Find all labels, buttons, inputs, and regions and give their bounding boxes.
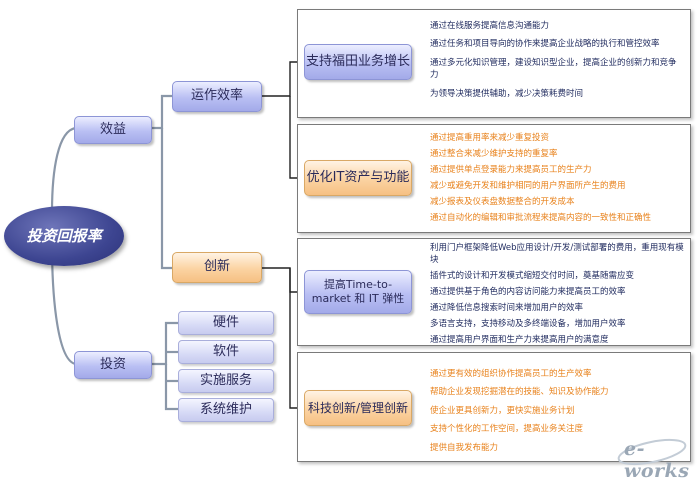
efficiency-label: 运作效率 — [190, 88, 243, 104]
list-item: 利用门户框架降低Web应用设计/开发/测试部署的费用，重用现有模块 — [430, 243, 684, 266]
list-item: 支持个性化的工作空间，提高业务关注度 — [430, 424, 584, 435]
list-item: 通过整合来减少维护支持的重复率 — [430, 149, 558, 159]
time-to-market-node: 提高Time-to-market 和 IT 弹性 — [304, 270, 412, 314]
eworks-logo-text: e-works — [624, 438, 690, 482]
time-to-market-label: 提高Time-to-market 和 IT 弹性 — [311, 278, 405, 305]
investment-item-hardware: 硬件 — [178, 311, 274, 335]
list-item: 通过提供单点登录能力来提高员工的生产力 — [430, 165, 592, 175]
list-item: 帮助企业发现挖掘潜在的技能、知识及协作能力 — [430, 387, 609, 398]
root-label: 投资回报率 — [26, 226, 102, 245]
investment-label: 投资 — [99, 356, 126, 372]
investment-item-software: 软件 — [178, 340, 274, 364]
list-item: 减少报表及仪表盘数据整合的开发成本 — [430, 197, 575, 207]
list-item: 提供自我发布能力 — [430, 442, 499, 453]
root-node: 投资回报率 — [4, 206, 124, 266]
tech-innovation-label: 科技创新/管理创新 — [307, 400, 409, 415]
investment-item-implementation: 实施服务 — [178, 369, 274, 393]
list-item: 通过自动化的编辑和审批流程来提高内容的一致性和正确性 — [430, 213, 652, 223]
investment-node: 投资 — [74, 351, 152, 379]
tech-innovation-points: 通过更有效的组织协作提高员工的生产效率 帮助企业发现挖掘潜在的技能、知识及协作能… — [430, 368, 685, 460]
list-item: 为领导决策提供辅助，减少决策耗费时间 — [430, 88, 584, 99]
benefit-label: 效益 — [99, 121, 126, 137]
list-item: 插件式的设计和开发模式缩短交付时间，奠基随需应变 — [430, 271, 635, 282]
list-item: 通过提供基于角色的内容访问能力来提高员工的效率 — [430, 287, 626, 298]
eworks-logo-icon — [617, 438, 687, 466]
tech-innovation-node: 科技创新/管理创新 — [304, 390, 412, 426]
investment-item-maintenance: 系统维护 — [178, 398, 274, 422]
list-item: 减少或避免开发和维护相同的用户界面所产生的费用 — [430, 181, 626, 191]
list-item: 通过任务和项目导向的协作来提高企业战略的执行和管控效率 — [430, 39, 660, 50]
list-item: 通过降低信息搜索时间来增加用户的效率 — [430, 303, 584, 314]
business-growth-points: 通过在线服务提高信息沟通能力 通过任务和项目导向的协作来提高企业战略的执行和管控… — [430, 20, 684, 106]
list-item: 通过在线服务提高信息沟通能力 — [430, 21, 550, 31]
business-growth-node: 支持福田业务增长 — [304, 44, 412, 80]
list-item: 通过提高用户界面和生产力来提高用户的满意度 — [430, 335, 609, 346]
efficiency-node: 运作效率 — [172, 81, 262, 112]
innovation-node: 创新 — [172, 252, 262, 283]
list-item: 多语言支持，支持移动及多终端设备，增加用户效率 — [430, 319, 626, 330]
list-item: 使企业更具创新力，更快实施业务计划 — [430, 405, 575, 416]
list-item: 通过更有效的组织协作提高员工的生产效率 — [430, 369, 592, 379]
time-to-market-points: 利用门户框架降低Web应用设计/开发/测试部署的费用，重用现有模块 插件式的设计… — [430, 242, 688, 350]
benefit-node: 效益 — [74, 116, 152, 144]
list-item: 通过提高重用率来减少重复投资 — [430, 133, 550, 143]
list-item: 通过多元化知识管理，建设知识型企业，提高企业的创新力和竞争力 — [430, 57, 677, 81]
it-optimization-label: 优化IT资产与功能 — [306, 169, 410, 185]
it-optimization-node: 优化IT资产与功能 — [304, 160, 412, 196]
innovation-label: 创新 — [203, 259, 230, 275]
business-growth-label: 支持福田业务增长 — [305, 53, 410, 69]
it-optimization-points: 通过提高重用率来减少重复投资 通过整合来减少维护支持的重复率 通过提供单点登录能… — [430, 132, 690, 228]
